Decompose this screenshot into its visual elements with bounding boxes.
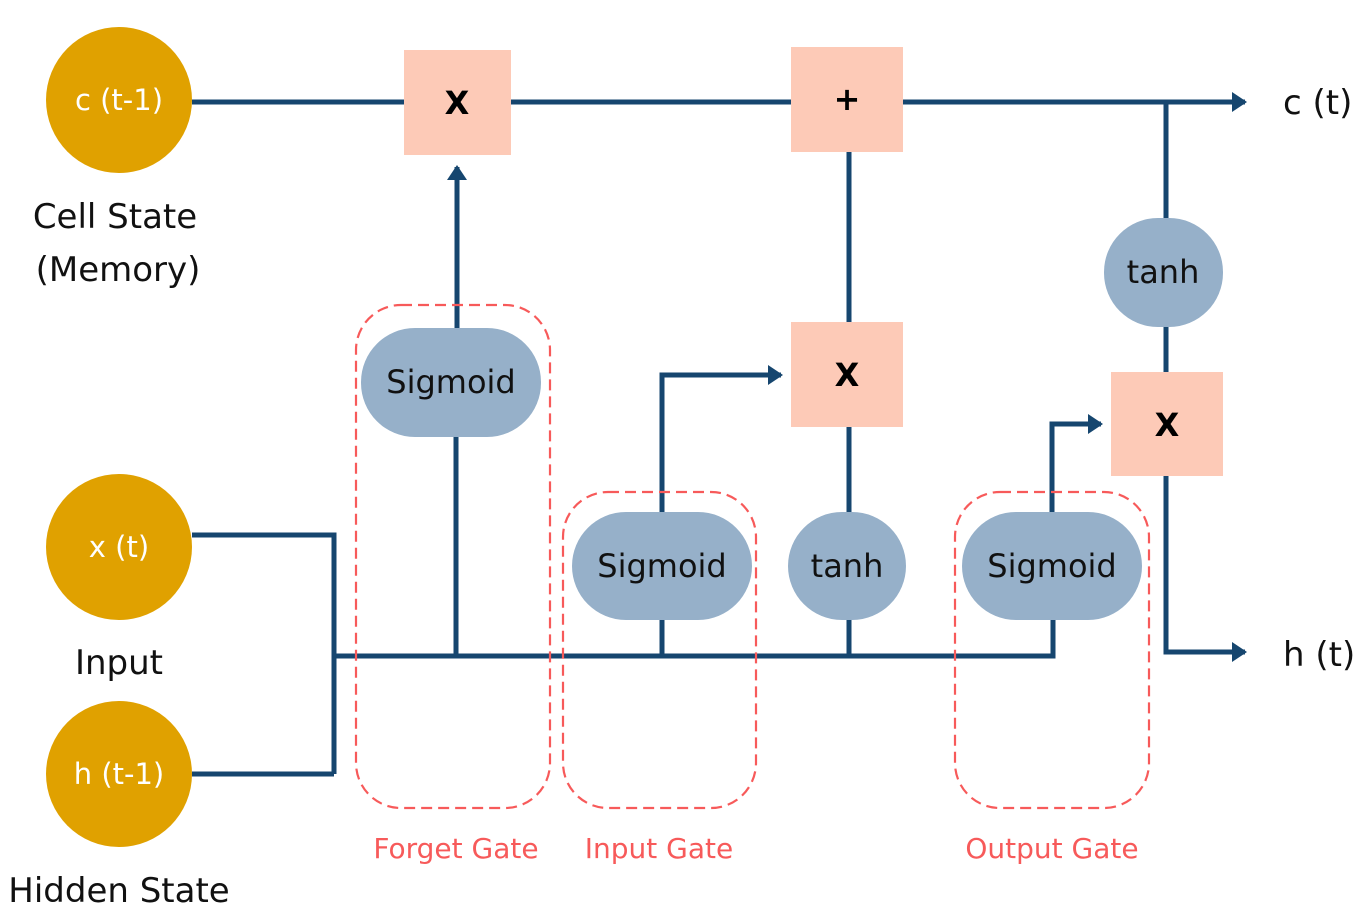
h-prev-node — [46, 701, 192, 847]
input-multiply-box — [791, 322, 903, 427]
forget-multiply-box — [404, 50, 511, 155]
c-prev-node — [46, 27, 192, 173]
connections — [192, 92, 1248, 777]
forget-sigmoid-label: Sigmoid — [386, 363, 515, 401]
output-multiply-symbol: X — [1155, 406, 1180, 444]
output-gate-outline — [953, 490, 1151, 810]
input-sigmoid-label: Sigmoid — [597, 547, 726, 585]
cell-tanh-label: tanh — [1127, 253, 1200, 291]
input-sigmoid — [572, 512, 752, 620]
input-merge-line — [192, 532, 337, 777]
cell-state-label: Cell State — [33, 197, 197, 237]
memory-label: (Memory) — [36, 250, 201, 290]
forget-gate-label: Forget Gate — [373, 832, 538, 865]
input-sig-out-arrow — [659, 365, 784, 512]
add-box — [791, 47, 903, 152]
forget-gate-outline — [354, 303, 552, 810]
output-sigmoid-label: Sigmoid — [987, 547, 1116, 585]
input-tanh-label: tanh — [811, 547, 884, 585]
h-out-label: h (t) — [1283, 635, 1355, 675]
x-t-label: x (t) — [89, 530, 149, 564]
output-sigmoid — [962, 512, 1142, 620]
output-sig-out-arrow — [1049, 414, 1104, 512]
hidden-state-label: Hidden State — [8, 871, 229, 911]
cell-tanh — [1104, 218, 1223, 327]
output-multiply-box — [1111, 372, 1223, 476]
input-gate-outline — [561, 490, 758, 810]
bus-line — [334, 620, 1056, 659]
c-prev-label: c (t-1) — [75, 83, 163, 117]
x-t-node — [46, 474, 192, 620]
input-gate-label: Input Gate — [585, 832, 733, 865]
input-tanh — [788, 512, 906, 620]
forget-sigmoid — [361, 328, 541, 437]
forget-multiply-symbol: X — [445, 84, 470, 122]
add-symbol: + — [834, 80, 861, 118]
input-label: Input — [75, 643, 163, 683]
output-gate-label: Output Gate — [965, 832, 1138, 865]
hidden-out-arrow — [1163, 476, 1248, 662]
h-prev-label: h (t-1) — [74, 757, 165, 791]
input-multiply-symbol: X — [835, 356, 860, 394]
c-out-label: c (t) — [1283, 83, 1352, 123]
